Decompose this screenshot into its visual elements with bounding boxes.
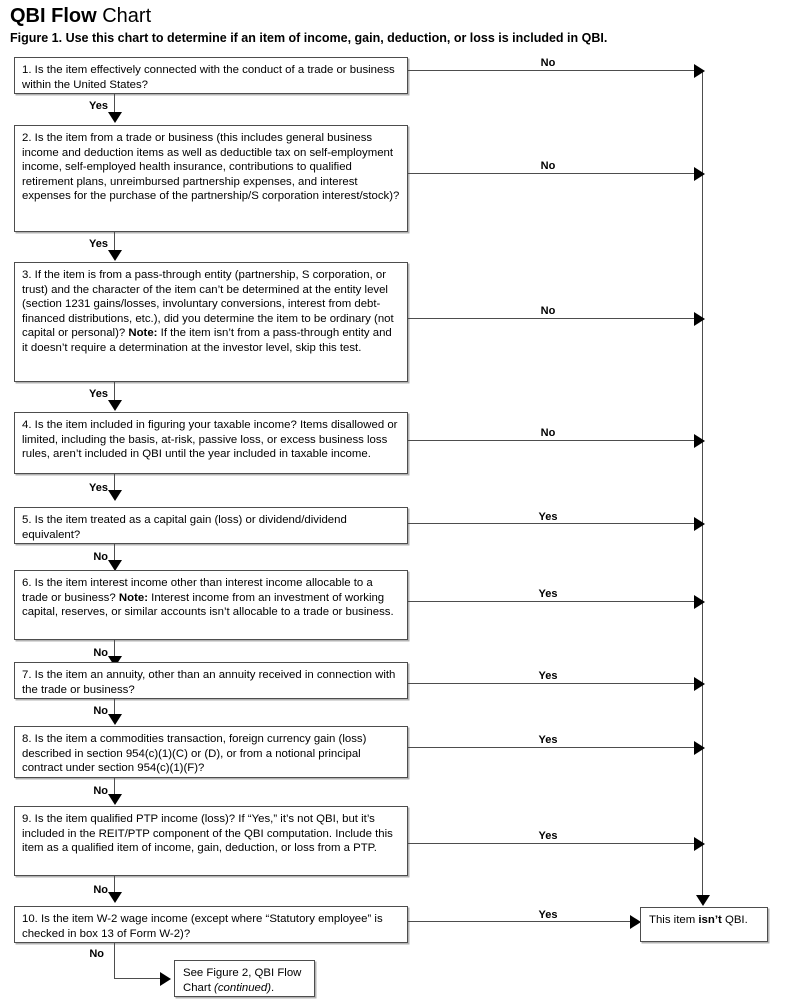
step-7-yes-label: Yes: [538, 670, 558, 682]
step-2-yes-label: Yes: [89, 238, 108, 250]
step-10-yes-arrowhead: [630, 914, 641, 929]
step-8-text: 8. Is the item a commodities transaction…: [22, 733, 367, 775]
step-9-yes-arrowhead: [694, 836, 705, 851]
step-4-text: 4. Is the item included in figuring your…: [22, 419, 398, 461]
step-3-no-arrowhead: [694, 311, 705, 326]
step-3-yes-arrowhead: [108, 400, 122, 411]
step-7-yes-line: [408, 683, 696, 685]
step-8-yes-line: [408, 747, 696, 749]
step-6-no-line: [114, 640, 116, 658]
terminal-this-item-isnt-qbi-text: This item isn’t QBI.: [649, 914, 748, 926]
step-5-yes-line: [408, 523, 696, 525]
step-1-text: 1. Is the item effectively connected wit…: [22, 64, 395, 91]
collector-vertical-line: [702, 70, 704, 903]
step-4-no-label: No: [540, 427, 556, 439]
step-10-yes-label: Yes: [538, 909, 558, 921]
step-1-yes-arrowhead: [108, 112, 122, 123]
step-5-no-arrowhead: [108, 560, 122, 571]
step-10-no-arrowhead: [160, 971, 171, 986]
step-5-text: 5. Is the item treated as a capital gain…: [22, 514, 347, 541]
step-1-no-arrowhead: [694, 63, 705, 78]
step-2-no-arrowhead: [694, 166, 705, 181]
step-3-box: 3. If the item is from a pass-through en…: [14, 262, 408, 382]
step-4-box: 4. Is the item included in figuring your…: [14, 412, 408, 474]
terminal-this-item-isnt-qbi-box: This item isn’t QBI.: [640, 907, 768, 942]
step-6-no-label: No: [93, 647, 108, 659]
step-8-yes-label: Yes: [538, 734, 558, 746]
step-1-no-line: [408, 70, 696, 72]
step-2-yes-arrowhead: [108, 250, 122, 261]
step-10-yes-line: [408, 921, 638, 923]
step-6-text: 6. Is the item interest income other tha…: [22, 577, 394, 619]
step-5-yes-label: Yes: [538, 511, 558, 523]
step-7-yes-arrowhead: [694, 676, 705, 691]
step-8-yes-arrowhead: [694, 740, 705, 755]
step-10-box: 10. Is the item W-2 wage income (except …: [14, 906, 408, 943]
step-2-no-line: [408, 173, 696, 175]
step-5-no-label: No: [93, 551, 108, 563]
step-3-yes-label: Yes: [89, 388, 108, 400]
step-3-no-line: [408, 318, 696, 320]
step-9-yes-line: [408, 843, 696, 845]
step-10-no-label: No: [89, 948, 104, 960]
step-9-no-arrowhead: [108, 892, 122, 903]
step-5-no-line: [114, 544, 116, 562]
step-7-box: 7. Is the item an annuity, other than an…: [14, 662, 408, 699]
step-7-no-label: No: [93, 705, 108, 717]
step-2-no-label: No: [540, 160, 556, 172]
step-1-yes-label: Yes: [89, 100, 108, 112]
step-9-box: 9. Is the item qualified PTP income (los…: [14, 806, 408, 876]
terminal-see-figure-2-text: See Figure 2, QBI Flow Chart (continued)…: [183, 967, 302, 994]
step-6-no-arrowhead: [108, 656, 122, 667]
step-9-no-line: [114, 876, 116, 894]
step-3-yes-line: [114, 382, 116, 402]
step-4-yes-label: Yes: [89, 482, 108, 494]
step-8-no-label: No: [93, 785, 108, 797]
step-6-box: 6. Is the item interest income other tha…: [14, 570, 408, 640]
step-8-box: 8. Is the item a commodities transaction…: [14, 726, 408, 778]
step-10-text: 10. Is the item W-2 wage income (except …: [22, 913, 383, 940]
step-6-yes-label: Yes: [538, 588, 558, 600]
step-7-text: 7. Is the item an annuity, other than an…: [22, 669, 396, 696]
step-7-no-line: [114, 699, 116, 716]
step-2-yes-line: [114, 232, 116, 252]
step-1-no-label: No: [540, 57, 556, 69]
step-9-yes-label: Yes: [538, 830, 558, 842]
step-7-no-arrowhead: [108, 714, 122, 725]
step-4-no-arrowhead: [694, 433, 705, 448]
page-title-regular: Chart: [102, 5, 152, 27]
step-5-yes-arrowhead: [694, 516, 705, 531]
page-title-bold: QBI Flow: [10, 5, 97, 27]
step-8-no-arrowhead: [108, 794, 122, 805]
step-10-no-horizontal-line: [114, 978, 162, 980]
collector-arrowhead-into-isnt-qbi: [696, 895, 710, 906]
step-10-no-vertical-line: [114, 943, 116, 979]
step-6-yes-arrowhead: [694, 594, 705, 609]
step-5-box: 5. Is the item treated as a capital gain…: [14, 507, 408, 544]
step-8-no-line: [114, 778, 116, 796]
step-4-yes-arrowhead: [108, 490, 122, 501]
step-3-text: 3. If the item is from a pass-through en…: [22, 269, 394, 354]
step-6-yes-line: [408, 601, 696, 603]
step-2-text: 2. Is the item from a trade or business …: [22, 132, 400, 203]
figure-caption: Figure 1. Use this chart to determine if…: [10, 31, 608, 45]
step-1-yes-line: [114, 94, 116, 114]
step-9-text: 9. Is the item qualified PTP income (los…: [22, 813, 393, 855]
step-9-no-label: No: [93, 884, 108, 896]
step-2-box: 2. Is the item from a trade or business …: [14, 125, 408, 232]
page-title: QBI Flow Chart: [10, 4, 151, 28]
terminal-see-figure-2-box: See Figure 2, QBI Flow Chart (continued)…: [174, 960, 315, 997]
step-1-box: 1. Is the item effectively connected wit…: [14, 57, 408, 94]
step-4-yes-line: [114, 474, 116, 492]
step-4-no-line: [408, 440, 696, 442]
step-3-no-label: No: [540, 305, 556, 317]
